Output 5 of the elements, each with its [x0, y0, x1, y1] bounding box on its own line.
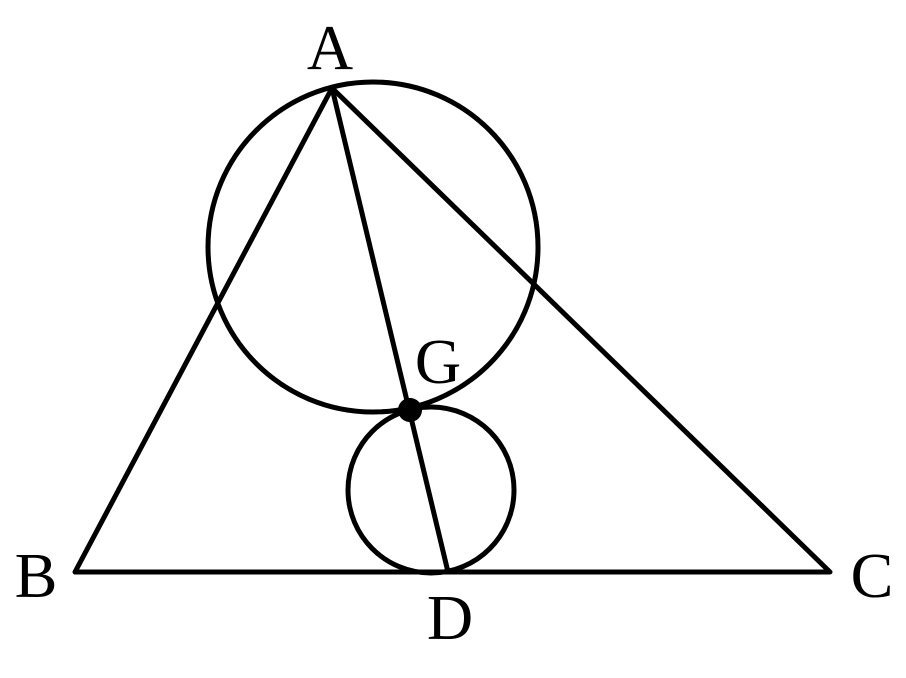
point-label: A [308, 26, 353, 70]
point-label: B [16, 554, 54, 598]
point-label: D [428, 596, 471, 639]
point-label: C [853, 554, 890, 598]
point-label: G [418, 340, 460, 384]
